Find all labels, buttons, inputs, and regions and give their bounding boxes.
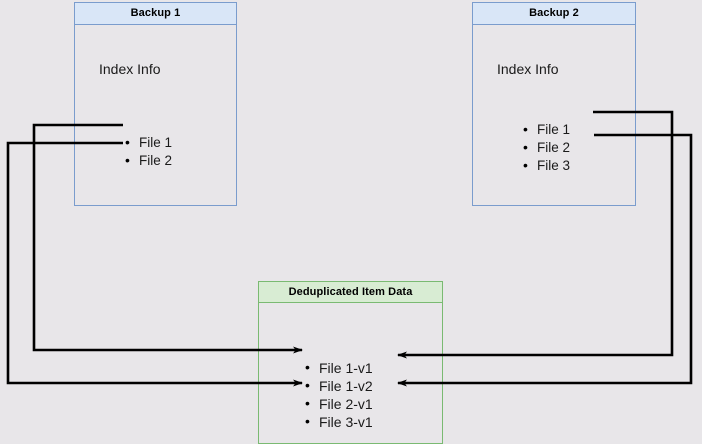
backup-2-index-info-label: Index Info	[497, 61, 559, 77]
dedup-item-list: File 1-v1 File 1-v2 File 2-v1 File 3-v1	[305, 358, 373, 431]
backup-1-index-info-label: Index Info	[99, 61, 161, 77]
node-backup-1-title: Backup 1	[75, 3, 236, 25]
list-item[interactable]: File 3-v1	[305, 412, 373, 431]
backup-1-file-list: File 1 File 2	[125, 133, 172, 170]
node-deduplicated-item-data-title: Deduplicated Item Data	[259, 282, 442, 303]
node-backup-2-title: Backup 2	[473, 3, 635, 25]
list-item[interactable]: File 1-v1	[305, 358, 373, 377]
list-item[interactable]: File 1	[523, 120, 570, 139]
backup-2-file-list: File 1 File 2 File 3	[523, 120, 570, 175]
node-backup-2[interactable]: Backup 2 Index Info File 1 File 2 File 3	[472, 2, 636, 206]
list-item[interactable]: File 1	[125, 133, 172, 152]
node-backup-1[interactable]: Backup 1 Index Info File 1 File 2	[74, 2, 237, 206]
list-item[interactable]: File 3	[523, 156, 570, 175]
list-item[interactable]: File 2	[523, 138, 570, 157]
node-deduplicated-item-data-body: File 1-v1 File 1-v2 File 2-v1 File 3-v1	[259, 303, 442, 443]
node-deduplicated-item-data[interactable]: Deduplicated Item Data File 1-v1 File 1-…	[258, 281, 443, 444]
node-backup-2-body: Index Info File 1 File 2 File 3	[473, 25, 635, 206]
list-item[interactable]: File 2	[125, 151, 172, 170]
list-item[interactable]: File 1-v2	[305, 376, 373, 395]
list-item[interactable]: File 2-v1	[305, 394, 373, 413]
node-backup-1-body: Index Info File 1 File 2	[75, 25, 236, 206]
